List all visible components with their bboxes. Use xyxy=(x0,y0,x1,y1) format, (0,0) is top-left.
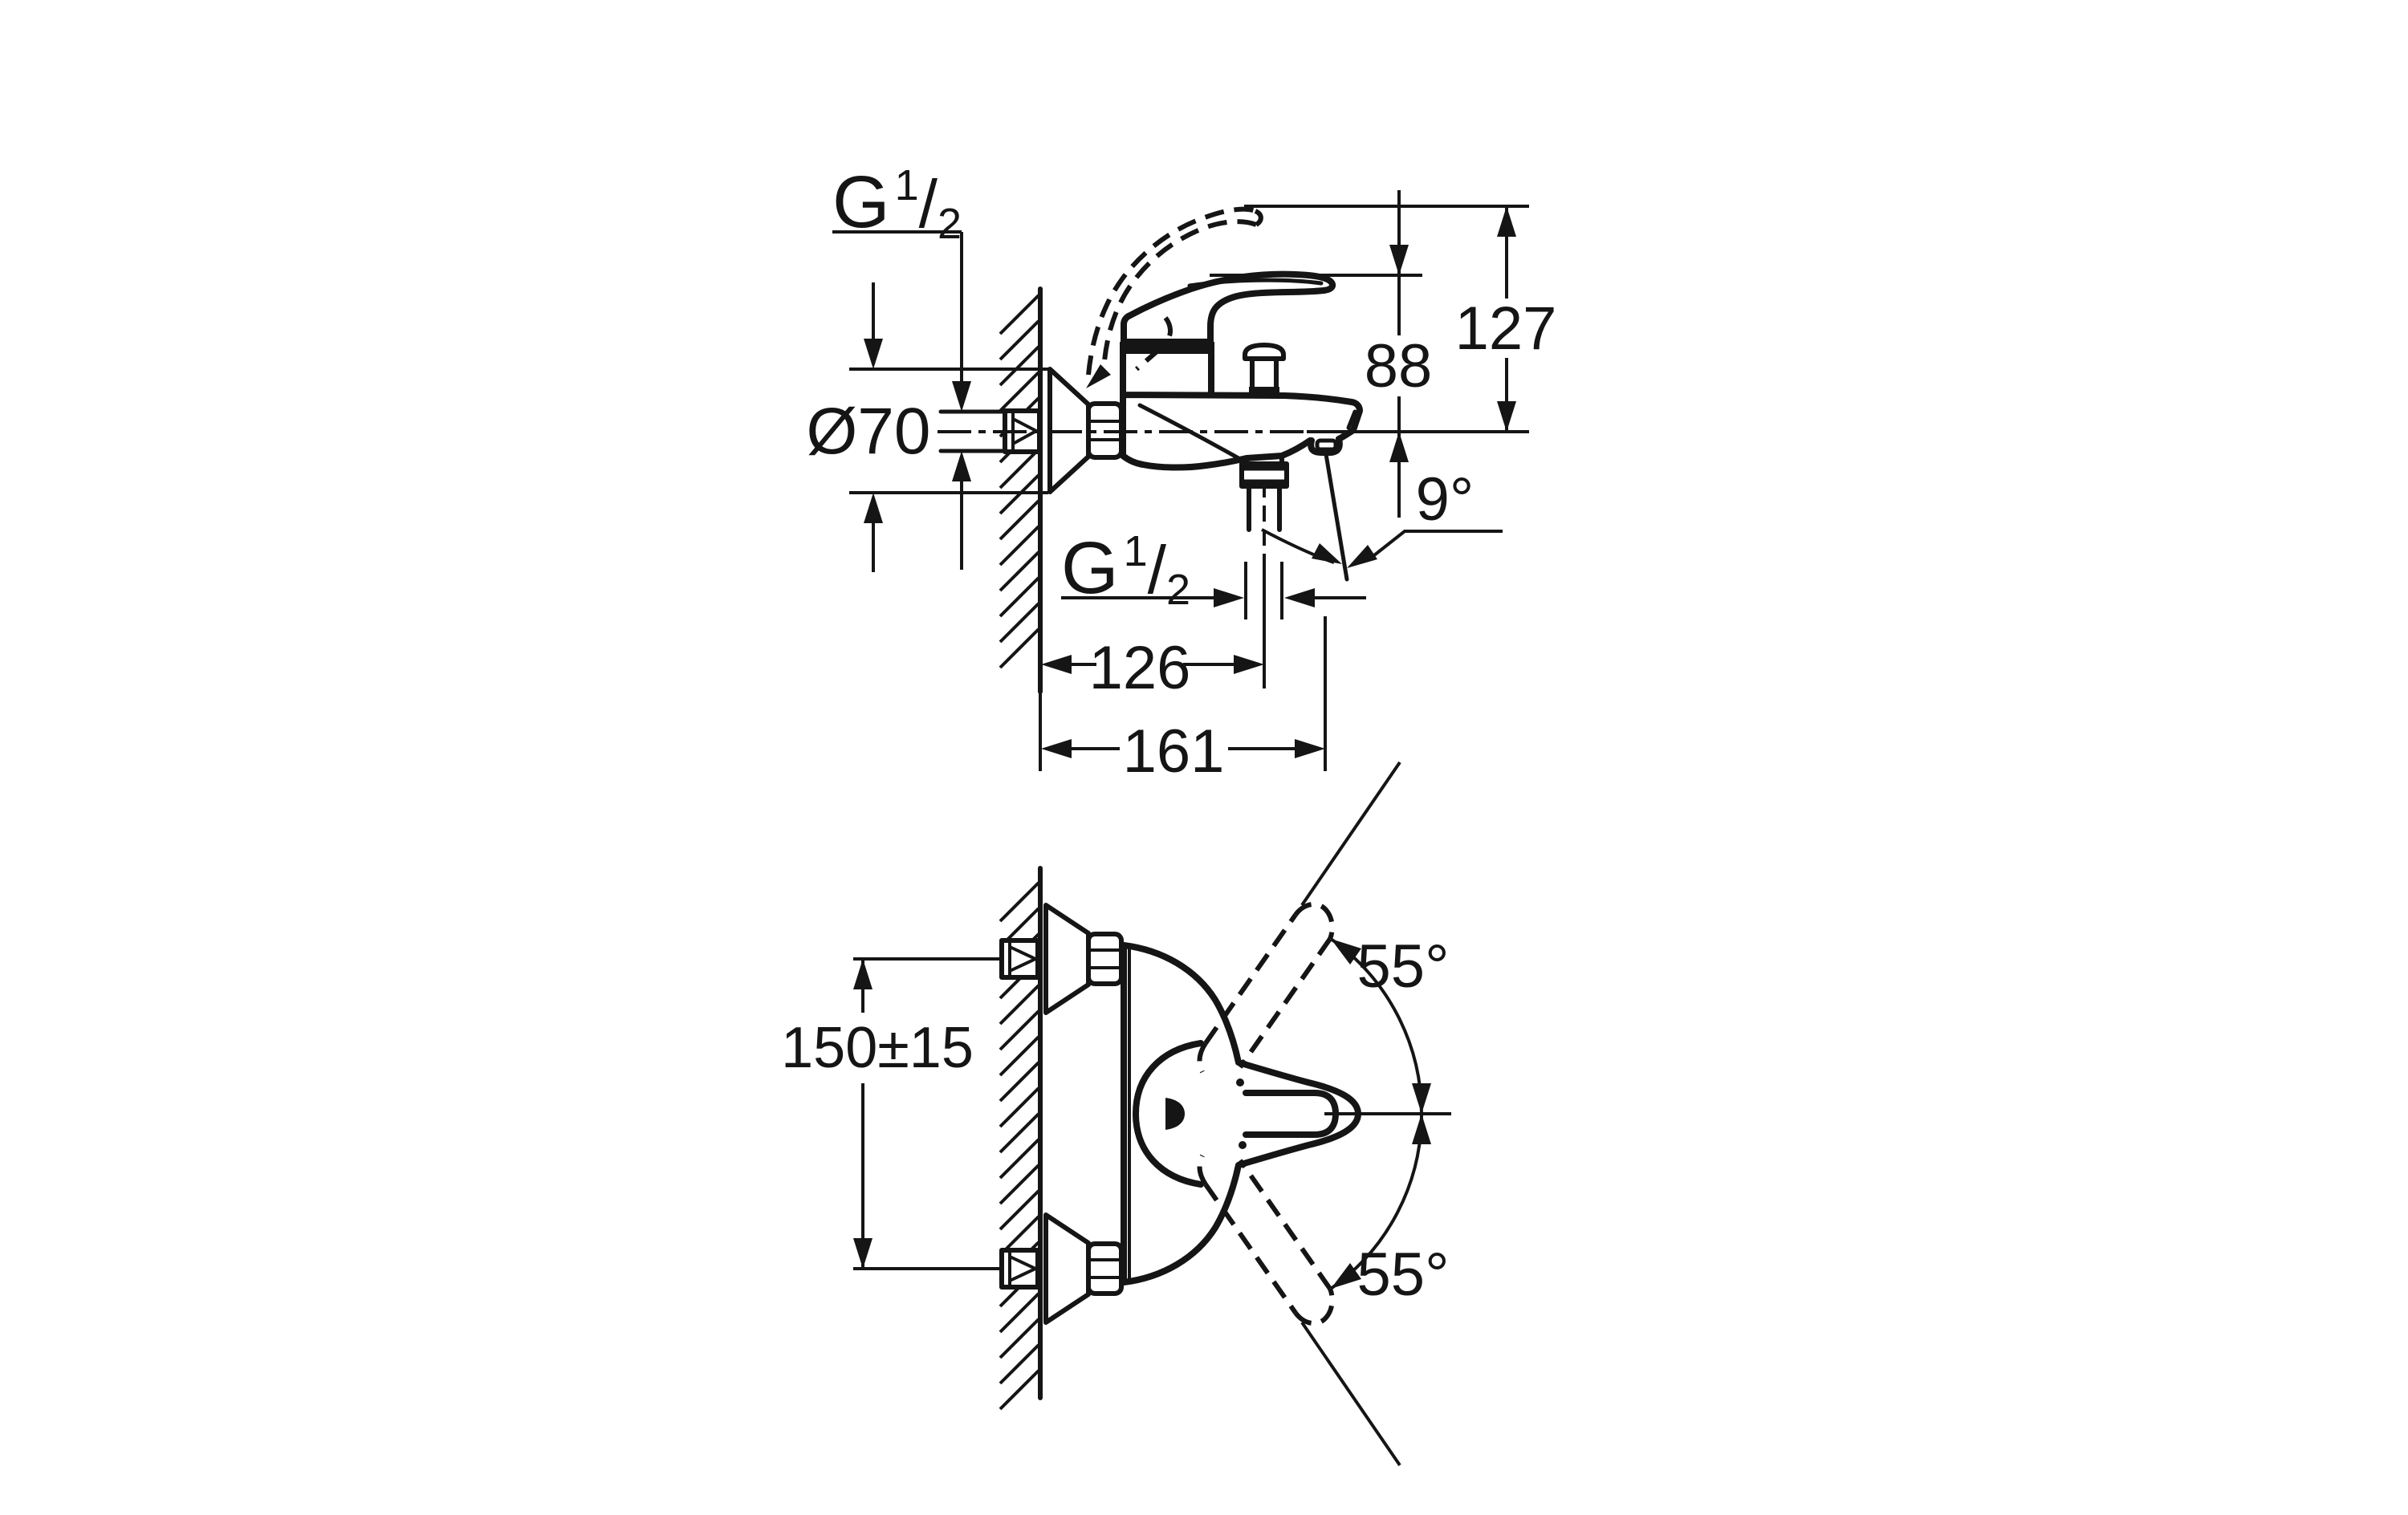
shower-outlet xyxy=(1239,456,1289,554)
height-raised-handle-label: 127 xyxy=(1455,294,1557,363)
height-handle-label: 88 xyxy=(1365,332,1433,400)
dim-spout-angle: 9° xyxy=(1261,452,1503,582)
plan-view: 55° 55° 150±15 xyxy=(781,761,1451,1467)
escutcheon-cone-bottom xyxy=(1043,1212,1091,1325)
hex-nut-top xyxy=(1086,932,1124,986)
faucet-body-plan xyxy=(1121,942,1361,1286)
cartridge-housing xyxy=(1120,350,1214,396)
handle-swing-down-dashed xyxy=(1197,1154,1335,1326)
cartridge-dome xyxy=(1133,1040,1204,1188)
handle-swing-up-dashed xyxy=(1197,901,1335,1074)
lever-handle xyxy=(1121,270,1336,345)
detail-dot-bottom xyxy=(1239,1141,1247,1149)
mount-spacing-label: 150±15 xyxy=(781,1016,974,1080)
dim-swing-down: 55° xyxy=(1300,1113,1450,1467)
swing-down-label: 55° xyxy=(1357,1241,1450,1309)
dim-swing-up: 55° xyxy=(1300,761,1451,1115)
escutcheon-diameter-label: Ø70 xyxy=(807,395,931,468)
dim-wall-to-outlet: 126 xyxy=(1041,554,1266,702)
hex-nut-bottom-facets xyxy=(1088,1258,1121,1279)
hex-nut-facets xyxy=(1088,420,1121,441)
dim-height-handle: 88 xyxy=(1210,190,1432,518)
outlet-mark xyxy=(1165,1098,1185,1130)
wall-hatch xyxy=(999,294,1040,669)
rotation-arrow xyxy=(1086,364,1111,388)
diverter-knob xyxy=(1243,343,1286,395)
spout-tip-inner-line xyxy=(1346,409,1357,430)
swing-up-label: 55° xyxy=(1357,932,1450,1001)
dim-wall-to-spout: 161 xyxy=(1041,616,1327,786)
escutcheon-cone-top xyxy=(1043,903,1091,1015)
dim-height-raised-handle: 127 xyxy=(1244,205,1557,432)
mount-square-bottom-detail xyxy=(1008,1250,1039,1287)
mount-square-top-detail xyxy=(1008,940,1039,977)
dim-escutcheon-diameter: Ø70 xyxy=(807,282,1048,572)
wall-to-outlet-label: 126 xyxy=(1089,634,1191,702)
supply-pipe-stub xyxy=(938,409,1007,453)
detail-dot-top xyxy=(1236,1078,1244,1086)
lever-handle-raised-dashed xyxy=(1086,206,1263,388)
hex-nut-top-facets xyxy=(1088,948,1121,969)
dim-mount-spacing: 150±15 xyxy=(781,957,1001,1270)
hex-nut-bottom xyxy=(1086,1241,1124,1296)
spout-angle-label: 9° xyxy=(1416,465,1474,534)
wall-to-spout-label: 161 xyxy=(1123,717,1225,786)
aerator xyxy=(1315,438,1338,452)
lever-handle-curl xyxy=(1187,278,1324,288)
body-crease xyxy=(1137,403,1248,465)
